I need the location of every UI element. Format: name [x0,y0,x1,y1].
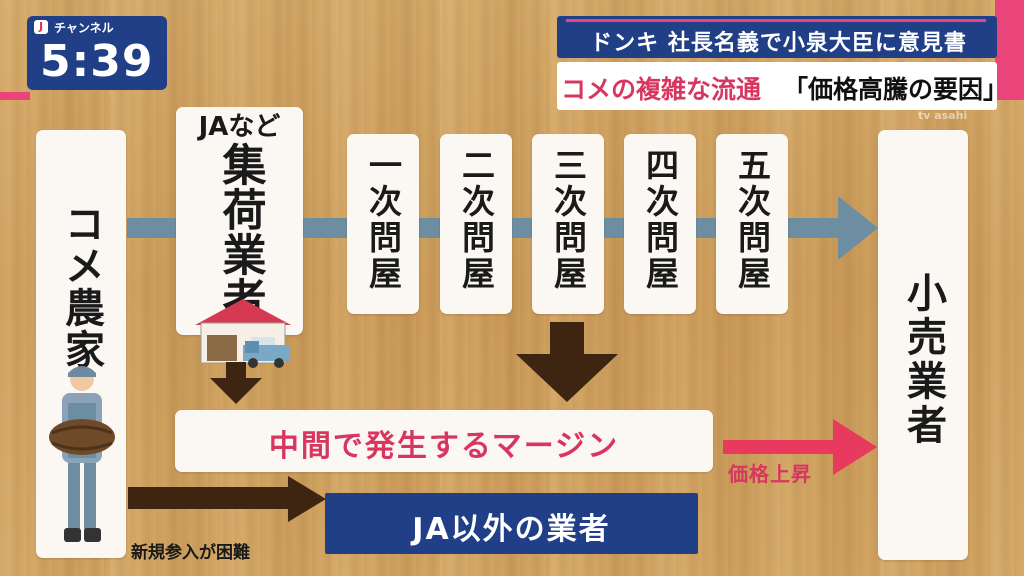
farmer-label: コメ農家 [36,203,126,371]
wholesaler-label-text: 二次問屋 [456,148,496,292]
wholesaler-label: 四次問屋 [624,148,696,292]
clock-panel [27,16,167,90]
non-ja-box [325,493,698,554]
down-arrow-icon [210,362,262,404]
wholesaler-label: 五次問屋 [716,148,788,292]
tv-asahi-watermark: tv asahi [918,109,968,122]
headline-line2-highlight: コメの複雑な流通 [561,75,762,104]
collector-card [176,107,303,335]
wholesaler-label: 三次問屋 [532,148,604,292]
headline-bar-bottom [557,62,997,110]
entry-arrow-shaft [128,487,292,509]
retailer-label: 小売業者 [878,272,968,448]
farmer-card [36,130,126,558]
pink-accent-right [995,0,1024,100]
price-rise-arrowhead-icon [833,419,877,475]
retailer-card [878,130,968,560]
headline-line2-rest: 「価格高騰の要因」 [783,75,1009,104]
wholesaler-label-text: 一次問屋 [363,148,403,292]
headline-line1: ドンキ 社長名義で小泉大臣に意見書 [590,31,967,56]
farmer-label-text: コメ農家 [58,203,104,371]
wholesaler-card [347,134,419,314]
price-rise-label: 価格上昇 [728,462,812,486]
channel-label: チャンネル [54,21,114,35]
wholesaler-label-text: 三次問屋 [548,148,588,292]
wholesaler-label: 二次問屋 [440,148,512,292]
clock-time: 5:39 [40,36,154,87]
wholesaler-label-text: 五次問屋 [732,148,772,292]
wholesaler-card [624,134,696,314]
down-arrow-large-icon [516,322,618,402]
margin-box-label: 中間で発生するマージン [268,429,620,464]
price-rise-arrow-shaft [723,440,835,454]
wholesaler-card [716,134,788,314]
headline-stripe [566,19,986,22]
retailer-label-text: 小売業者 [900,272,946,448]
pink-accent-left [0,92,30,100]
warehouse-truck-icon [195,299,291,368]
non-ja-box-label: JA以外の業者 [412,512,611,547]
channel-logo-icon: J [34,20,48,34]
main-flow-arrowhead-icon [838,196,878,260]
entry-note: 新規参入が困難 [131,543,250,563]
collector-label-main: 集荷業者 [214,142,266,322]
farmer-illustration-icon [49,366,115,542]
wholesaler-label-text: 四次問屋 [640,148,680,292]
collector-label: JAなど 集荷業者 [176,112,303,322]
headline-bar-top [557,16,997,58]
entry-arrowhead-icon [288,476,326,522]
wholesaler-card [440,134,512,314]
wholesaler-label: 一次問屋 [347,148,419,292]
collector-label-top: JAなど [198,112,281,142]
margin-box [175,410,713,472]
wholesaler-card [532,134,604,314]
